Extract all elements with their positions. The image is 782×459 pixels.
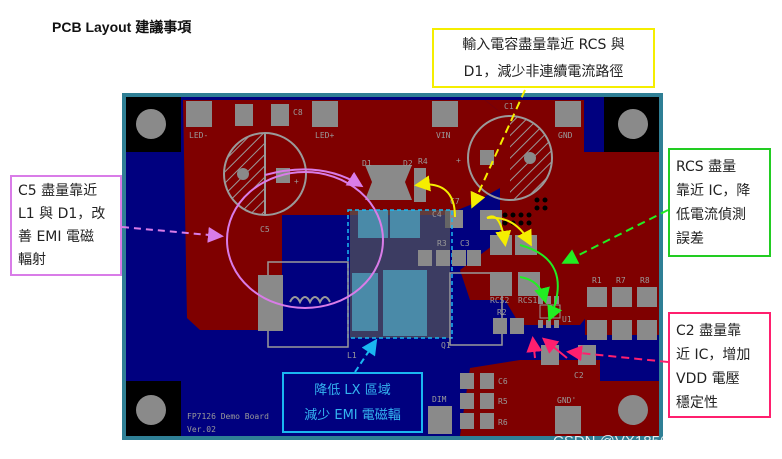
- label-r2: R2: [497, 308, 507, 317]
- label-c8: C8: [293, 108, 303, 117]
- label-gnd: GND: [558, 131, 573, 140]
- callout-text: VDD 電壓: [676, 371, 740, 387]
- callout-text: 善 EMI 電磁: [18, 229, 94, 245]
- callout-text: L1 與 D1，改: [18, 206, 106, 222]
- c5-loop: [226, 171, 384, 309]
- label-c5-plus: +: [294, 177, 299, 186]
- label-c1-plus: +: [456, 156, 461, 165]
- page-title: PCB Layout 建議事項: [52, 19, 192, 35]
- label-c4: C4: [432, 210, 442, 219]
- label-d1: D1: [362, 159, 372, 168]
- label-c3: C3: [460, 239, 470, 248]
- callout-text: 輸入電容盡量靠近 RCS 與: [462, 37, 625, 53]
- callout-text: 低電流偵測: [676, 207, 746, 223]
- label-rcs1: RCS1: [518, 296, 537, 305]
- callout-c5: C5 盡量靠近 L1 與 D1，改 善 EMI 電磁 輻射: [10, 175, 122, 276]
- label-led-plus: LED+: [315, 131, 334, 140]
- callout-text: 近 IC，增加: [676, 347, 751, 363]
- watermark: CSDN @VX18566277257: [553, 433, 727, 450]
- callout-text: RCS 盡量: [676, 159, 737, 175]
- callout-text: 靠近 IC，降: [676, 183, 751, 199]
- label-version: Ver.02: [187, 425, 216, 434]
- label-c5: C5: [260, 225, 270, 234]
- callout-text: C2 盡量靠: [676, 323, 742, 339]
- callout-text: 減少 EMI 電磁輻: [304, 408, 401, 423]
- label-l1: L1: [347, 351, 357, 360]
- label-r8: R8: [640, 276, 650, 285]
- label-q1: Q1: [441, 341, 451, 350]
- label-r1: R1: [592, 276, 602, 285]
- label-c7: C7: [450, 197, 460, 206]
- callout-text: 穩定性: [676, 395, 718, 411]
- callout-text: D1，減少非連續電流路徑: [463, 64, 624, 80]
- callout-lx-area: 降低 LX 區域 減少 EMI 電磁輻: [282, 372, 423, 433]
- label-rcs2: RCS2: [490, 296, 509, 305]
- label-board-name: FP7126 Demo Board: [187, 412, 269, 421]
- label-c2: C2: [574, 371, 584, 380]
- callout-text: 降低 LX 區域: [314, 383, 391, 398]
- callout-text: 誤差: [676, 231, 704, 247]
- label-dim: DIM: [432, 395, 447, 404]
- label-c6: C6: [498, 377, 508, 386]
- callout-text: 輻射: [18, 252, 46, 268]
- callout-input-capacitor: 輸入電容盡量靠近 RCS 與 D1，減少非連續電流路徑: [432, 28, 655, 88]
- label-u1: U1: [562, 315, 572, 324]
- callout-c2: C2 盡量靠 近 IC，增加 VDD 電壓 穩定性: [668, 312, 771, 418]
- label-vin: VIN: [436, 131, 451, 140]
- label-r4: R4: [418, 157, 428, 166]
- label-gnd2: GND': [557, 396, 576, 405]
- label-r3: R3: [437, 239, 447, 248]
- callout-rcs: RCS 盡量 靠近 IC，降 低電流偵測 誤差: [668, 148, 771, 257]
- label-c1: C1: [504, 102, 514, 111]
- label-r6: R6: [498, 418, 508, 427]
- label-r5: R5: [498, 397, 508, 406]
- label-d2: D2: [403, 159, 413, 168]
- label-led-minus: LED-: [189, 131, 208, 140]
- callout-text: C5 盡量靠近: [18, 183, 98, 199]
- label-r7: R7: [616, 276, 626, 285]
